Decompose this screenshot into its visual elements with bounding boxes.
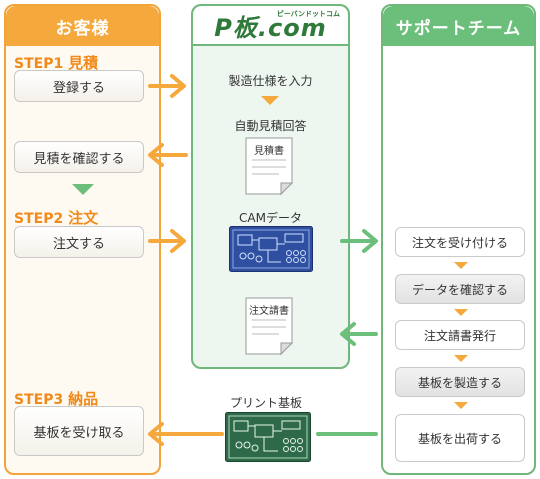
confirm-quote-box: 見積を確認する <box>14 141 144 173</box>
quote-document-icon: 見積書 <box>245 137 293 195</box>
down-arrow-icon <box>261 96 279 105</box>
input-spec-label: 製造仕様を入力 <box>228 74 313 88</box>
down-arrow-icon <box>454 402 468 409</box>
step1-name: 見積 <box>68 54 99 72</box>
auto-quote-label: 自動見積回答 <box>234 119 307 133</box>
arrow-left-receive <box>148 422 224 446</box>
printed-board-label: プリント基板 <box>229 396 302 410</box>
support-header: サポートチーム <box>383 6 534 46</box>
down-arrow-icon <box>454 355 468 362</box>
invoice-document-label: 注文請書 <box>249 306 289 317</box>
cam-board-icon <box>229 226 313 272</box>
pban-column: P板.com ピーバンドットコム <box>191 4 350 369</box>
arrow-left-invoice <box>340 322 378 346</box>
pban-header: P板.com ピーバンドットコム <box>193 6 348 46</box>
step3-number: STEP3 <box>14 392 64 408</box>
printed-board-icon <box>225 412 311 462</box>
arrow-right-order <box>148 229 186 253</box>
down-arrow-icon <box>454 309 468 316</box>
step3-heading: STEP3 納品 <box>14 388 98 409</box>
step2-number: STEP2 <box>14 211 64 227</box>
customer-header: お客様 <box>6 6 159 46</box>
invoice-document-icon: 注文請書 <box>245 297 293 355</box>
pban-logo-subtext: ピーバンドットコム <box>276 10 340 18</box>
step2-heading: STEP2 注文 <box>14 207 98 228</box>
cam-data-label: CAMデータ <box>239 211 302 225</box>
issue-invoice-box: 注文請書発行 <box>395 320 525 350</box>
arrow-right-cam <box>340 229 378 253</box>
arrow-left-quote <box>148 143 188 167</box>
step1-heading: STEP1 見積 <box>14 52 98 73</box>
step1-number: STEP1 <box>14 56 64 72</box>
step3-name: 納品 <box>68 390 99 408</box>
manufacture-box: 基板を製造する <box>395 367 525 397</box>
check-data-box: データを確認する <box>395 274 525 304</box>
down-arrow-icon <box>454 262 468 269</box>
step2-name: 注文 <box>68 209 99 227</box>
arrow-right-register <box>148 74 186 98</box>
order-box: 注文する <box>14 226 144 258</box>
down-arrow-icon <box>72 184 94 195</box>
receive-box: 基板を受け取る <box>14 406 144 456</box>
ship-box: 基板を出荷する <box>395 414 525 462</box>
accept-order-box: 注文を受け付ける <box>395 227 525 257</box>
pban-logo: P板.com <box>214 13 327 42</box>
register-box: 登録する <box>14 70 144 102</box>
quote-document-label: 見積書 <box>254 146 284 157</box>
